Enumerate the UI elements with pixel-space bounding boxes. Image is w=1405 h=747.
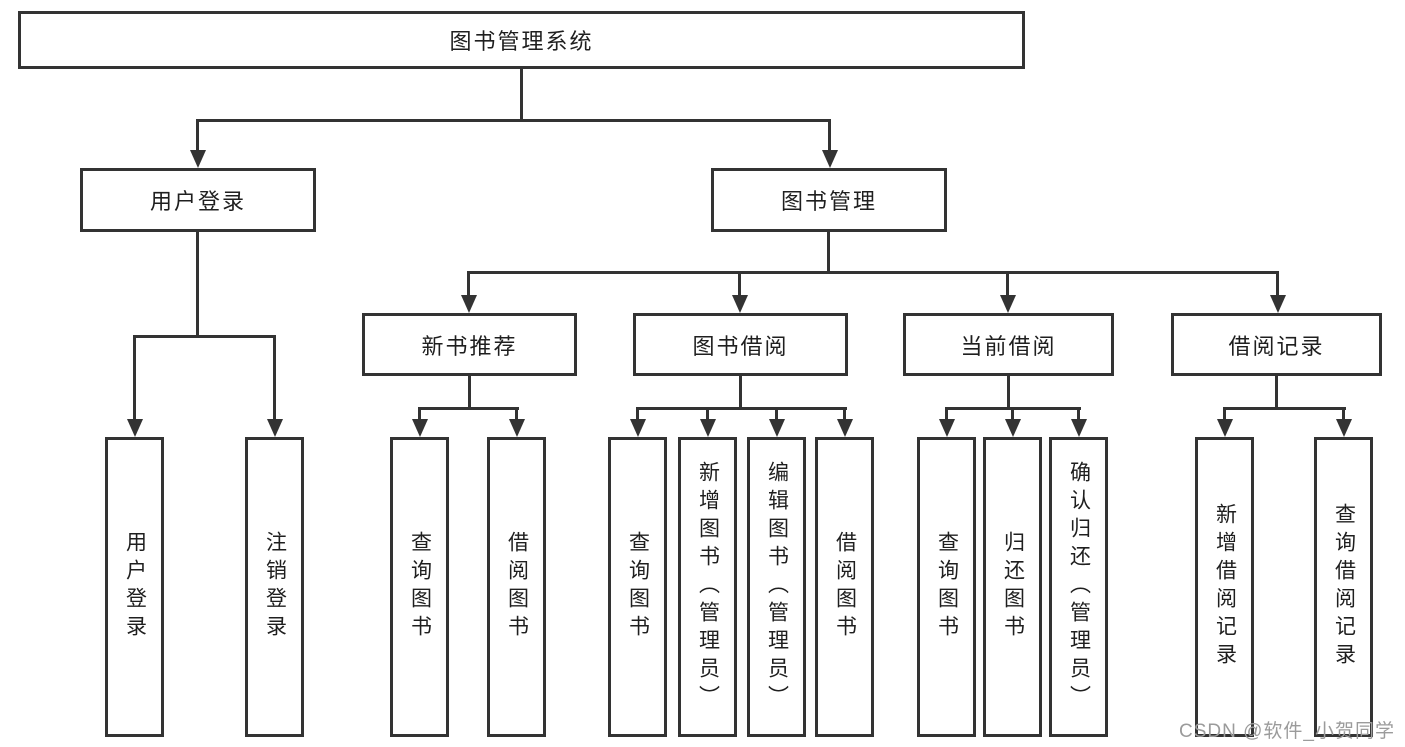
connector-records-bar: [1223, 407, 1346, 410]
leaf-user-login: 用户登录: [105, 437, 164, 737]
arrow-to-user-login: [196, 119, 199, 150]
leaf-borrow-books-recommend: 借阅图书: [487, 437, 546, 737]
connector-recommend-stub: [468, 376, 471, 408]
leaf-confirm-return-admin: 确认归还（管理员）: [1049, 437, 1108, 737]
connector-book-management-bar: [467, 271, 1279, 274]
arrow-borrowing-child-3: [775, 407, 778, 419]
leaf-add-borrow-record: 新增借阅记录: [1195, 437, 1254, 737]
connector-borrowing-bar: [636, 407, 847, 410]
connector-root-stub: [520, 69, 523, 120]
leaf-query-books-recommend: 查询图书: [390, 437, 449, 737]
connector-current-stub: [1007, 376, 1010, 408]
arrow-to-leaf-logout: [273, 335, 276, 419]
node-library-management-system: 图书管理系统: [18, 11, 1025, 69]
leaf-logout: 注销登录: [245, 437, 304, 737]
node-new-book-recommend: 新书推荐: [362, 313, 577, 376]
arrow-borrowing-child-1: [636, 407, 639, 419]
leaf-return-books: 归还图书: [983, 437, 1042, 737]
connector-book-management-stub: [827, 232, 830, 272]
connector-borrowing-stub: [739, 376, 742, 408]
node-book-management: 图书管理: [711, 168, 947, 232]
leaf-add-books-admin: 新增图书（管理员）: [678, 437, 737, 737]
arrow-borrowing-child-2: [706, 407, 709, 419]
leaf-query-books-borrow: 查询图书: [608, 437, 667, 737]
arrow-recommend-child-2: [515, 407, 518, 419]
arrow-to-book-management: [828, 119, 831, 150]
arrow-current-child-2: [1011, 407, 1014, 419]
connector-root-bar: [196, 119, 831, 122]
arrow-records-child-1: [1223, 407, 1226, 419]
connector-user-login-stub: [196, 232, 199, 336]
connector-records-stub: [1275, 376, 1278, 408]
arrow-borrowing-child-4: [843, 407, 846, 419]
connector-recommend-bar: [418, 407, 519, 410]
connector-user-login-bar: [133, 335, 276, 338]
arrow-to-new-book-recommend: [467, 271, 470, 295]
arrow-current-child-1: [945, 407, 948, 419]
leaf-query-borrow-record: 查询借阅记录: [1314, 437, 1373, 737]
node-current-borrowing: 当前借阅: [903, 313, 1114, 376]
arrow-current-child-3: [1077, 407, 1080, 419]
csdn-watermark: CSDN @软件_小贺同学: [1179, 721, 1395, 742]
arrow-to-borrowing-records: [1276, 271, 1279, 295]
node-user-login: 用户登录: [80, 168, 316, 232]
node-borrowing-records: 借阅记录: [1171, 313, 1382, 376]
arrow-recommend-child-1: [418, 407, 421, 419]
arrow-records-child-2: [1342, 407, 1345, 419]
leaf-query-books-current: 查询图书: [917, 437, 976, 737]
arrow-to-book-borrowing: [738, 271, 741, 295]
node-book-borrowing: 图书借阅: [633, 313, 848, 376]
arrow-to-leaf-user-login: [133, 335, 136, 419]
arrow-to-current-borrowing: [1006, 271, 1009, 295]
leaf-edit-books-admin: 编辑图书（管理员）: [747, 437, 806, 737]
leaf-borrow-books: 借阅图书: [815, 437, 874, 737]
